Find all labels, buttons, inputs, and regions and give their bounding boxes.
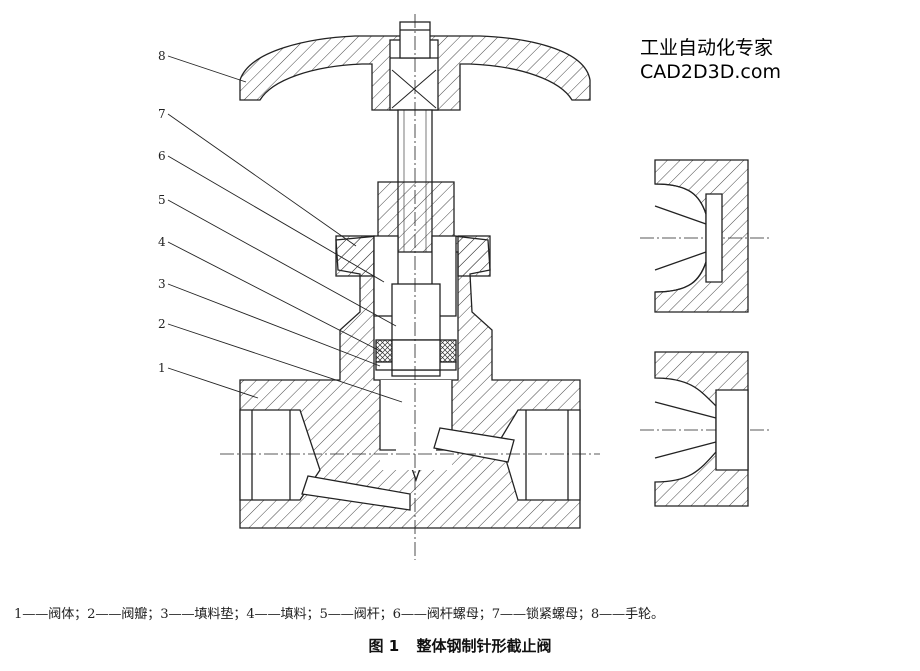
figure-number: 图 1 bbox=[368, 637, 400, 655]
callout-8: 8 bbox=[158, 49, 166, 63]
callout-2: 2 bbox=[158, 317, 166, 331]
callout-3: 3 bbox=[158, 277, 166, 291]
lock-nut bbox=[335, 235, 375, 277]
callout-6: 6 bbox=[158, 149, 166, 163]
figure-caption: 图 1 整体钢制针形截止阀 bbox=[0, 635, 920, 656]
watermark: 工业自动化专家 CAD2D3D.com bbox=[640, 36, 781, 84]
callout-4: 4 bbox=[158, 235, 166, 249]
callout-numbers: 8 7 6 5 4 3 2 1 bbox=[158, 49, 166, 375]
parts-legend: 1——阀体；2——阀瓣；3——填料垫；4——填料；5——阀杆；6——阀杆螺母；7… bbox=[14, 607, 664, 622]
callout-7: 7 bbox=[158, 107, 166, 121]
detail-view-lower bbox=[654, 351, 749, 507]
detail-view-upper bbox=[654, 159, 749, 313]
valve-cross-section-drawing: 8 7 6 5 4 3 2 1 bbox=[158, 14, 770, 560]
watermark-line2: CAD2D3D.com bbox=[640, 61, 781, 83]
watermark-line1: 工业自动化专家 bbox=[640, 37, 774, 59]
callout-1: 1 bbox=[158, 361, 166, 375]
figure-title: 整体钢制针形截止阀 bbox=[416, 637, 552, 655]
callout-5: 5 bbox=[158, 193, 166, 207]
